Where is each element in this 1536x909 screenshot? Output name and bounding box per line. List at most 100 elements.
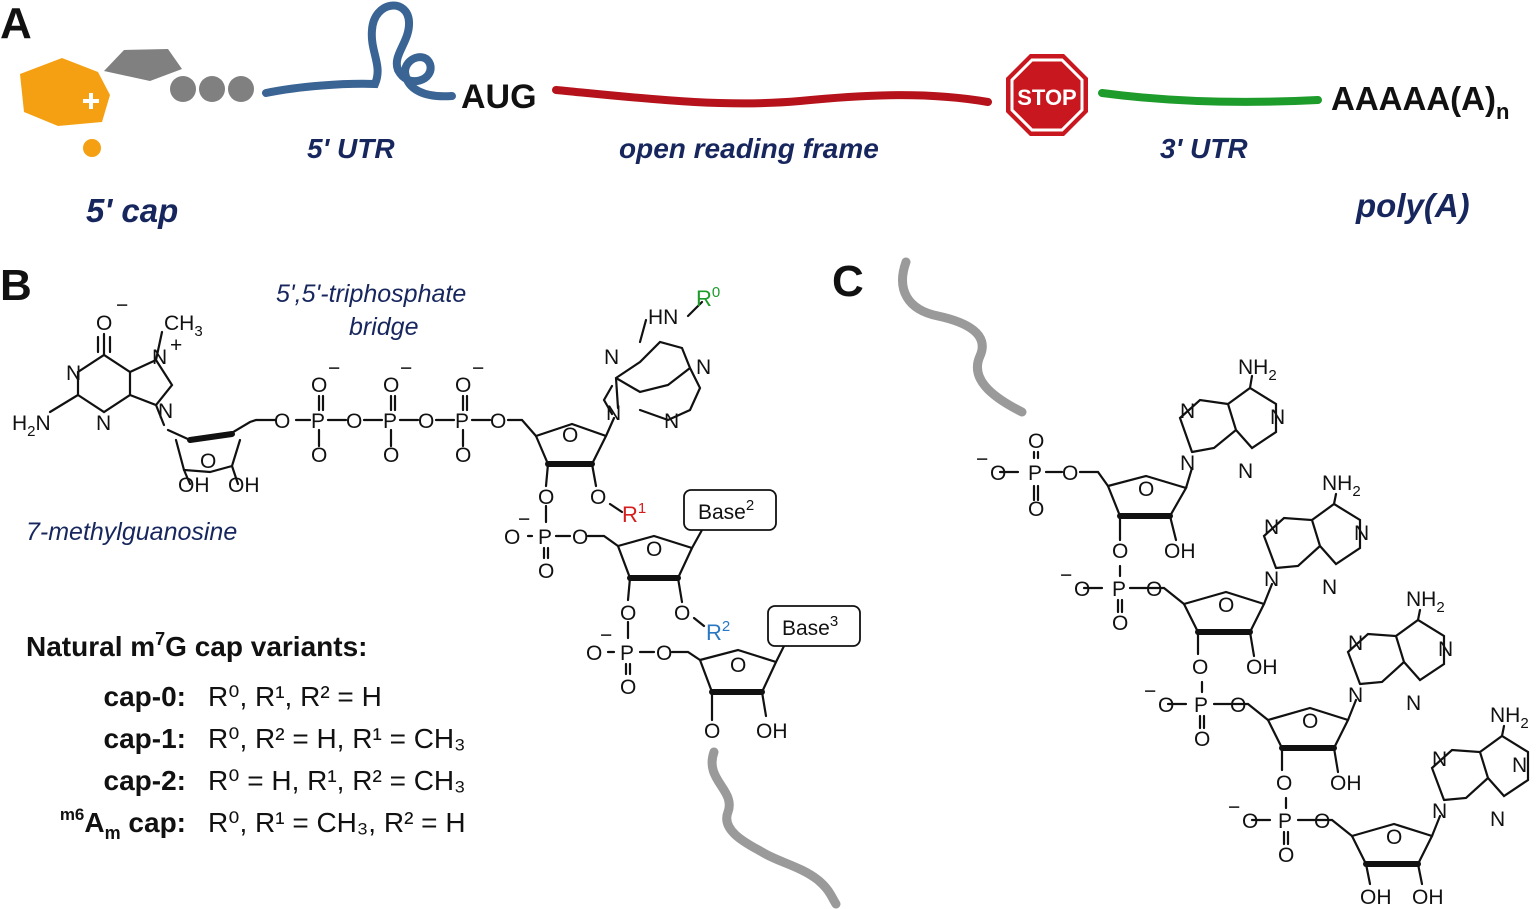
base3-label: Base3 — [782, 613, 838, 640]
c-atom-n-2a: N — [1264, 568, 1279, 591]
atom-n-a4: N — [664, 410, 679, 433]
grey-bead-1 — [170, 76, 196, 102]
panel-label-b: B — [0, 261, 32, 310]
c-atom-n-1d: N — [1238, 460, 1253, 483]
bridge-o-4: O — [490, 410, 506, 433]
charge-plus: + — [170, 334, 182, 357]
panel-label-c: C — [832, 257, 864, 306]
variant-name: cap-2: — [104, 765, 186, 796]
bridge-label-line2: bridge — [349, 313, 419, 341]
base2-label: Base2 — [698, 497, 754, 524]
polya-label: poly(A) — [1355, 187, 1470, 224]
bridge-label-line1: 5',5'-triphosphate — [276, 280, 466, 308]
polya-tail-label: AAAAA(A)n — [1331, 80, 1509, 124]
atom-n-a1: N — [604, 346, 619, 369]
m7g-cap-structure: O − CH3 N + N N N H2N O OH OH O P O P O … — [12, 294, 538, 497]
stop-sign-label: STOP — [1017, 85, 1077, 110]
c-nh2-1: NH2 — [1238, 356, 1277, 384]
amino-group: H2N — [12, 412, 51, 440]
c-oh-3: OH — [1330, 772, 1362, 795]
bridge-charge-1: − — [328, 357, 340, 380]
c-phos-p-4: P — [1278, 810, 1292, 833]
variant-definition: R⁰ = H, R¹, R² = CH₃ — [208, 765, 466, 796]
polya-nucleotide-3: O P O O − O N N N N NH2 O OH — [1144, 588, 1453, 795]
variant-definition: R⁰, R¹, R² = H — [208, 681, 382, 712]
c-phos-o-right-2: O — [1146, 578, 1162, 601]
bridge-o-3: O — [418, 410, 434, 433]
rna-tail-c — [898, 257, 1027, 417]
atom-n3: N — [96, 412, 111, 435]
c-phos-p-3: P — [1194, 694, 1208, 717]
c-ring-o-1: O — [1138, 478, 1154, 501]
grey-bead-2 — [199, 76, 225, 102]
utr5-hairpin-line — [262, 1, 456, 101]
hydroxyl-3-g: OH — [228, 474, 260, 497]
bridge-o-bot-2: O — [383, 444, 399, 467]
c-atom-n-4a: N — [1432, 800, 1447, 823]
r2-label: R2 — [706, 618, 730, 645]
grey-bead-3 — [228, 76, 254, 102]
cap-dot — [83, 139, 101, 157]
cap-plus-icon — [83, 93, 99, 109]
c-atom-n-2b: N — [1264, 516, 1279, 539]
bridge-p-3: P — [455, 410, 469, 433]
third-nucleotide-structure: Base3 O O OH — [698, 605, 861, 743]
c-ring-o-2: O — [1218, 594, 1234, 617]
grey-pentagon-shape — [104, 49, 182, 81]
c-phos-o-bot-3: O — [1194, 728, 1210, 751]
c-phos-o-bot-1: O — [1028, 498, 1044, 521]
atom-n9: N — [158, 400, 173, 423]
bridge-charge-3: − — [472, 357, 484, 380]
cap-label: 5' cap — [86, 192, 178, 229]
cap-complex-illustration — [20, 49, 254, 157]
c-phos-o-bot-2: O — [1112, 612, 1128, 635]
phosphate-o-right-1: O — [572, 526, 588, 549]
ring-oxygen-1: O — [562, 424, 578, 447]
bridge-o-1: O — [274, 410, 290, 433]
utr3-label: 3' UTR — [1160, 133, 1248, 164]
phosphate-charge-1: − — [518, 508, 530, 531]
c-o3-1: O — [1112, 540, 1128, 563]
phosphate-o-left-2: O — [586, 642, 602, 665]
ring-oxygen-2: O — [646, 538, 662, 561]
c-atom-n-4d: N — [1490, 808, 1505, 831]
c-phos-o-right-3: O — [1230, 694, 1246, 717]
phosphate-o-left-1: O — [504, 526, 520, 549]
c-phos-charge-2: − — [1060, 564, 1072, 587]
atom-n7: N — [152, 346, 167, 369]
c-atom-n-2d: N — [1322, 576, 1337, 599]
variant-name: cap-0: — [104, 681, 186, 712]
start-codon-label: AUG — [461, 78, 537, 116]
c-phos-p-1: P — [1028, 462, 1042, 485]
oxygen-3-3: O — [704, 720, 720, 743]
atom-n-a2: N — [606, 402, 621, 425]
c-oh-4a: OH — [1360, 886, 1392, 909]
ring-oxygen-g: O — [200, 450, 216, 473]
c-phos-charge-4: − — [1228, 796, 1240, 819]
oxygen-2-1: O — [590, 486, 606, 509]
panel-label-a: A — [0, 0, 32, 48]
c-atom-n-3d: N — [1406, 692, 1421, 715]
phosphate-o-right-2: O — [656, 642, 672, 665]
cap-variants-list: Natural m7G cap variants: cap-0: R⁰, R¹,… — [26, 629, 466, 843]
c-phos-o-bot-4: O — [1278, 844, 1294, 867]
c-ring-o-3: O — [1302, 710, 1318, 733]
c-phos-o-left-2: O — [1074, 578, 1090, 601]
atom-n1: N — [66, 362, 81, 385]
c-phos-charge-3: − — [1144, 680, 1156, 703]
c-o3-3: O — [1276, 772, 1292, 795]
bridge-o-bot-3: O — [455, 444, 471, 467]
c-phos-o-left-3: O — [1158, 694, 1174, 717]
atom-o-6: O — [96, 312, 112, 335]
ring-oxygen-3: O — [730, 654, 746, 677]
utr3-line — [1098, 89, 1322, 106]
r1-label: R1 — [622, 500, 646, 527]
c-nh2-2: NH2 — [1322, 472, 1361, 500]
c-atom-n-1a: N — [1180, 452, 1195, 475]
variant-name-m6am: m6Am cap: — [60, 805, 186, 843]
bridge-charge-2: − — [400, 357, 412, 380]
polya-structure: O O O P O − O N N N N NH2 O OH — [976, 356, 1285, 563]
c-atom-n-1b: N — [1180, 400, 1195, 423]
bridge-o-top-3: O — [455, 374, 471, 397]
